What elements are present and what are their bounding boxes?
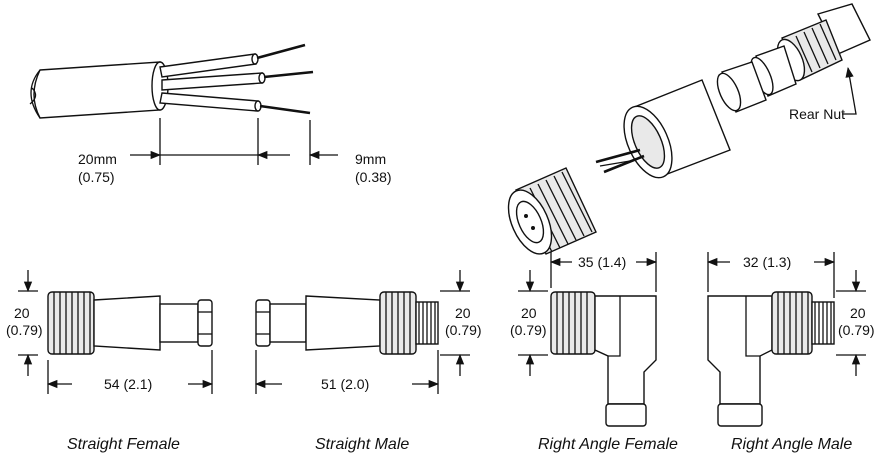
straight-male-drawing: 20 (0.79) 51 (2.0) Straight Male — [254, 270, 482, 453]
dim-9mm-inches: (0.38) — [355, 169, 392, 185]
conductor-1 — [159, 53, 257, 78]
sf-dim-dia-inches: (0.79) — [6, 322, 43, 338]
dim-20mm-inches: (0.75) — [78, 169, 115, 185]
coupling-nut — [507, 167, 597, 255]
conductor-3 — [159, 92, 259, 112]
exploded-assembly: Rear Nut — [507, 3, 871, 255]
rear-nut-label: Rear Nut — [789, 106, 845, 122]
caption-right-angle-male: Right Angle Male — [731, 436, 852, 453]
sf-coupling-nut — [47, 291, 95, 355]
ram-dim-length: 32 (1.3) — [743, 254, 791, 270]
sm-dim-dia: 20 — [455, 305, 471, 321]
sf-body — [93, 295, 161, 351]
caption-right-angle-female: Right Angle Female — [538, 436, 678, 453]
sm-dim-dia-inches: (0.79) — [445, 322, 482, 338]
sf-neck — [159, 303, 199, 343]
caption-straight-male: Straight Male — [315, 436, 409, 453]
sm-body — [305, 295, 381, 351]
straight-female-drawing: 20 (0.79) 54 (2.1) Straight Female — [6, 270, 214, 453]
ram-dim-dia-inches: (0.79) — [838, 322, 875, 338]
sm-dim-length: 51 (2.0) — [321, 376, 369, 392]
right-angle-female-drawing: 20 (0.79) 35 (1.4) Right Angle Female — [510, 252, 678, 453]
sm-neck — [269, 303, 307, 343]
raf-dim-dia-inches: (0.79) — [510, 322, 547, 338]
cable-strip-diagram: 20mm (0.75) 9mm (0.38) — [29, 43, 392, 185]
sf-dim-length: 54 (2.1) — [104, 376, 152, 392]
raf-dim-length: 35 (1.4) — [578, 254, 626, 270]
raf-dim-dia: 20 — [521, 305, 537, 321]
right-angle-male-drawing: 20 (0.79) 32 (1.3) Right Angle Male — [706, 252, 875, 453]
dim-20mm: 20mm — [78, 151, 117, 167]
sm-rear-nut — [255, 299, 271, 347]
cable-jacket — [33, 61, 165, 119]
raf-body — [594, 295, 657, 405]
ram-body — [707, 295, 773, 405]
ram-dim-dia: 20 — [850, 305, 866, 321]
sf-rear-nut — [197, 299, 213, 347]
caption-straight-female: Straight Female — [67, 436, 180, 453]
ram-rear-nut — [717, 403, 763, 427]
dim-9mm: 9mm — [355, 151, 386, 167]
raf-rear-nut — [605, 403, 647, 427]
sf-dim-dia: 20 — [14, 305, 30, 321]
